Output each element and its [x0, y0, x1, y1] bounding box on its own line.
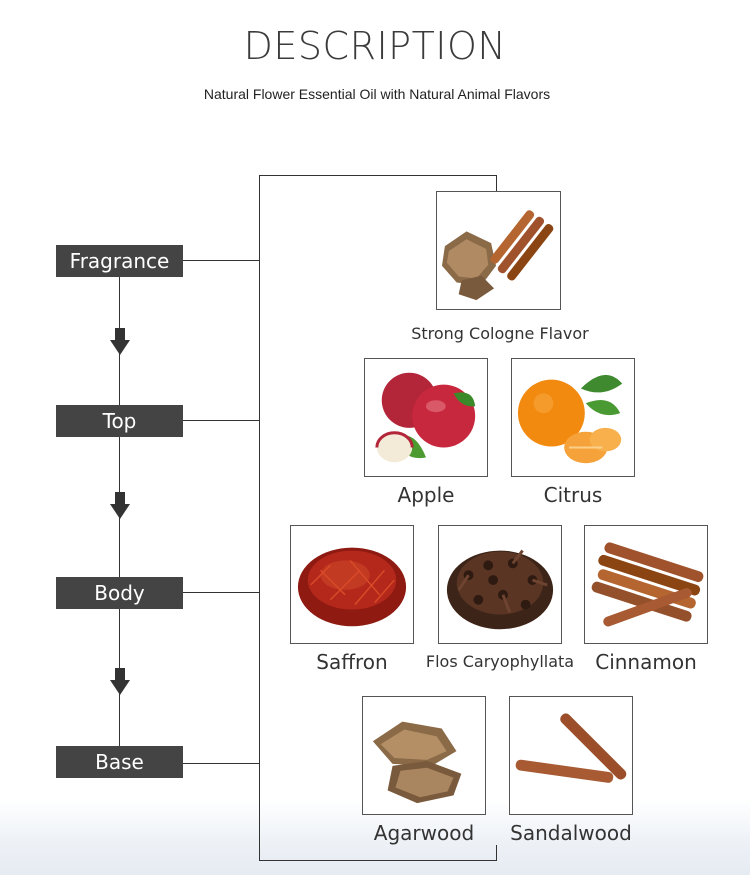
agarwood-image [362, 696, 486, 815]
citrus-image [511, 358, 635, 477]
item-label-saffron: Saffron [316, 650, 388, 674]
stage-top: Top [56, 405, 183, 437]
saffron-image [290, 525, 414, 644]
down-arrow-icon [110, 492, 130, 520]
connector-line [183, 420, 260, 421]
stage-body: Body [56, 577, 183, 609]
item-label-citrus: Citrus [543, 483, 603, 507]
item-label-cinnamon: Cinnamon [595, 650, 697, 674]
page-subtitle: Natural Flower Essential Oil with Natura… [203, 86, 551, 102]
bracket-frame [259, 175, 497, 861]
item-label-strong-cologne: Strong Cologne Flavor [411, 324, 589, 343]
sandalwood-image [509, 696, 633, 815]
stage-fragrance: Fragrance [56, 245, 183, 277]
apple-image [364, 358, 488, 477]
down-arrow-icon [110, 668, 130, 696]
item-label-agarwood: Agarwood [373, 821, 475, 845]
down-arrow-icon [110, 328, 130, 356]
connector-line [183, 592, 260, 593]
connector-line [183, 260, 260, 261]
cinnamon-image [584, 525, 708, 644]
stage-base: Base [56, 746, 183, 778]
item-label-sandalwood: Sandalwood [510, 821, 632, 845]
bracket-frame-end [496, 175, 497, 191]
item-label-flos-caryophyllata: Flos Caryophyllata [425, 652, 575, 671]
page-title: DESCRIPTION [243, 24, 507, 68]
clove-image [438, 525, 562, 644]
item-label-apple: Apple [397, 483, 455, 507]
connector-line [183, 763, 260, 764]
bracket-frame-end [496, 845, 497, 861]
agarwood-cinnamon-image [436, 191, 561, 310]
